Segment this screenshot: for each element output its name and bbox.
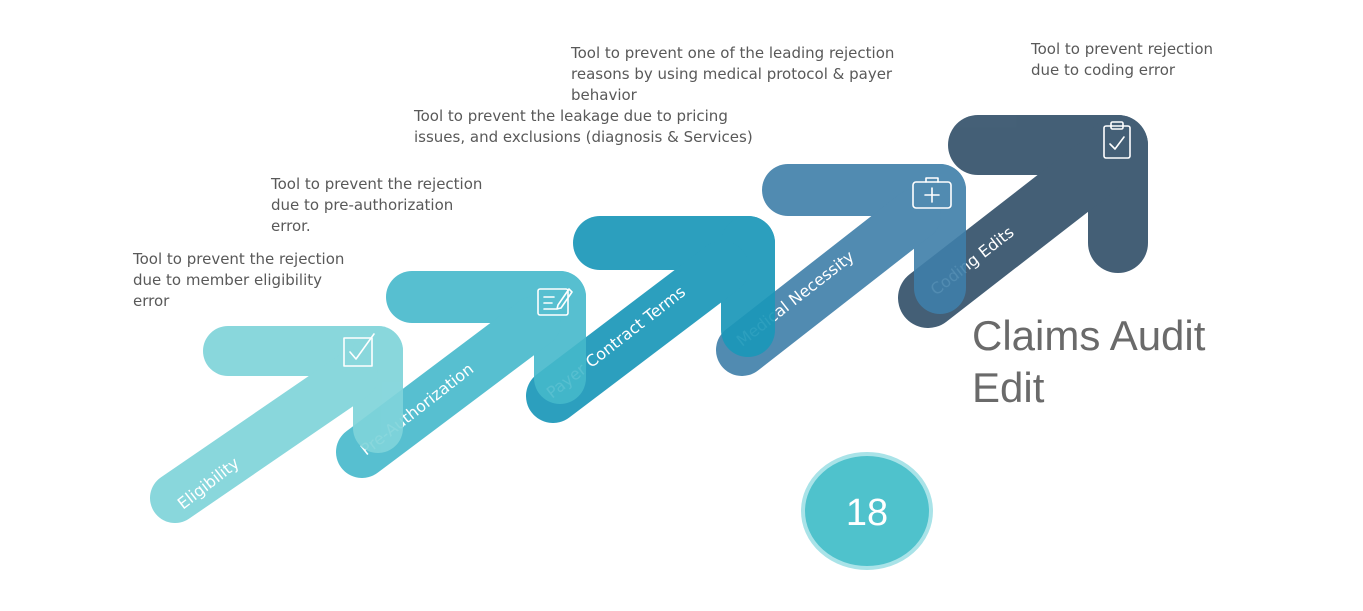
- page-number-badge: 18: [801, 452, 933, 570]
- edit-form-icon: [537, 288, 573, 316]
- page-number: 18: [846, 492, 888, 534]
- description-payer-contract-terms: Tool to prevent the leakage due to prici…: [414, 107, 753, 146]
- arrow-shaft-eligibility: [150, 351, 378, 523]
- description-medical-necessity: Tool to prevent one of the leading rejec…: [571, 44, 895, 104]
- arrow-eligibility: [203, 326, 403, 453]
- clipboard-check-icon: [1103, 121, 1131, 159]
- slide-title: Claims Audit Edit: [972, 312, 1206, 411]
- description-pre-authorization: Tool to prevent the rejection due to pre…: [271, 175, 483, 235]
- checkbox-check-icon: [343, 333, 375, 367]
- medical-kit-icon: [912, 177, 952, 209]
- step-eligibility: Eligibility: [150, 326, 403, 523]
- description-eligibility: Tool to prevent the rejection due to mem…: [133, 250, 345, 310]
- description-coding-edits: Tool to prevent rejection due to coding …: [1031, 40, 1214, 79]
